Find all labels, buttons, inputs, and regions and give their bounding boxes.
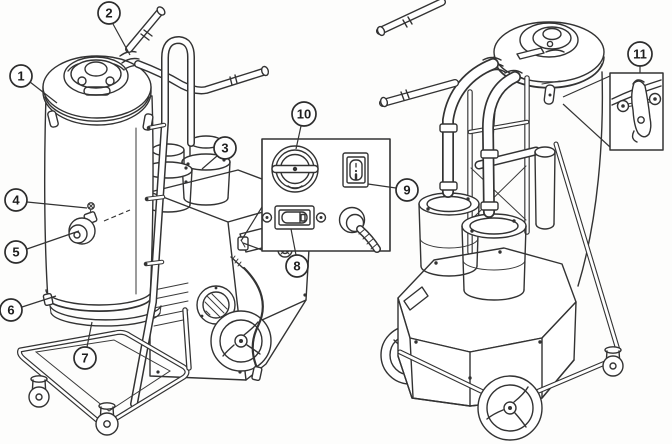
callout-5-label: 5 [12,245,19,260]
callout-4-label: 4 [12,193,20,208]
panel-switch [261,205,327,230]
panel-screw-left [261,212,273,223]
lid-clamp-left [47,110,59,128]
latch-detail-inset [562,72,664,151]
container-lid [42,50,154,131]
valve-screw [87,202,95,214]
wand-pipe [379,79,459,108]
callout-6: 6 [0,295,57,322]
callout-8: 8 [285,228,309,278]
caster-front-left [28,375,50,408]
inlet-stub-1 [125,6,166,53]
callout-1-label: 1 [17,69,24,84]
callout-5: 5 [4,230,80,264]
push-handle [130,36,195,408]
valve-assembly [68,202,131,245]
suction-hoses [439,58,521,218]
rear-strut [553,141,621,353]
callout-4: 4 [4,188,88,212]
callout-11-label: 11 [633,47,647,62]
callout-2: 2 [97,1,131,56]
machine-rear-view [376,0,624,441]
callout-10-label: 10 [297,107,311,122]
panel-screw-right [315,212,327,223]
callout-2-label: 2 [105,6,112,21]
rear-cyclone-cups [418,192,527,301]
rocker-switch [342,152,369,188]
callouts: 1 2 3 4 5 6 7 [0,1,653,370]
callout-7: 7 [73,321,97,370]
callout-9: 9 [367,178,419,202]
vent-slats [153,282,189,327]
rear-frame [467,75,541,255]
wand-tube-upper [376,0,446,37]
clamp-band [42,289,153,312]
control-panel-detail [240,138,391,253]
callout-1: 1 [9,64,58,104]
callout-3: 3 [201,136,237,170]
left-machine-wheel [210,310,272,372]
rear-wheel-center [477,375,543,441]
inlet-stub-2 [134,60,270,95]
frame-rungs [143,122,167,267]
callout-10: 10 [291,101,317,150]
lid-latch [541,80,561,105]
cable-gland [338,206,381,253]
dust-container [42,95,154,312]
filter-sock [534,146,556,230]
callout-7-label: 7 [81,351,88,366]
machine-front-view [17,6,313,436]
callout-3-label: 3 [221,141,228,156]
trolley-platform [17,307,192,426]
callout-9-label: 9 [403,183,410,198]
control-dial [271,145,319,193]
rear-lid [493,21,605,105]
caster-rear [602,346,624,377]
caster-front-center [95,402,119,436]
latch-detail [616,79,662,143]
callout-11: 11 [627,41,653,73]
power-cord [242,266,264,382]
callout-8-label: 8 [293,259,300,274]
callout-6-label: 6 [7,303,14,318]
